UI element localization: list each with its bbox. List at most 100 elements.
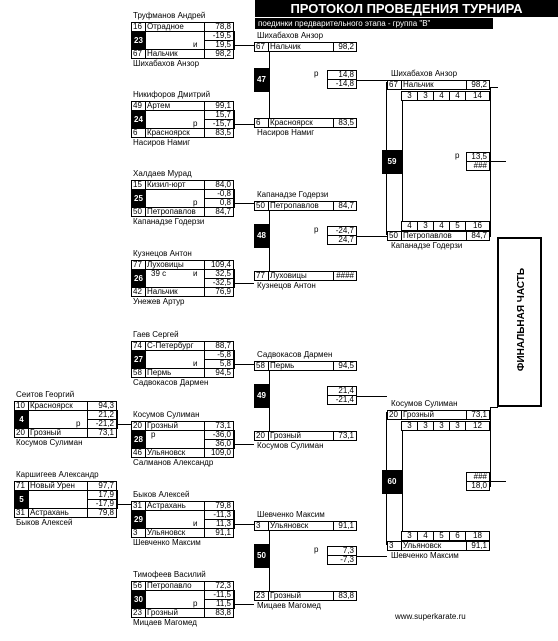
score-diff: 18,0 bbox=[466, 481, 490, 491]
competitor-no: 58 bbox=[254, 361, 269, 371]
competitor-no: 3 bbox=[131, 528, 146, 538]
bracket-line bbox=[357, 236, 387, 237]
middle-flag: р bbox=[193, 119, 198, 128]
competitor-city: Ульяновск bbox=[268, 521, 334, 531]
bout-number: 50 bbox=[254, 544, 269, 568]
competitor-city: Ульяновск bbox=[145, 528, 205, 538]
bracket-line bbox=[234, 444, 254, 445]
competitor-city: Грозный bbox=[268, 431, 334, 441]
competitor-name: Каршигеев Александр bbox=[16, 470, 99, 479]
middle-flag: и bbox=[193, 269, 198, 278]
middle-note: р bbox=[314, 545, 319, 554]
bracket-line bbox=[490, 407, 491, 487]
bout-number: 28 bbox=[131, 430, 146, 449]
score-diff: -7,3 bbox=[327, 555, 357, 565]
bracket-line bbox=[386, 412, 387, 545]
middle-flag: и bbox=[193, 40, 198, 49]
mark-cell: 18 bbox=[465, 531, 490, 541]
bracket-line bbox=[357, 396, 387, 397]
competitor-no: 20 bbox=[387, 410, 402, 420]
bracket-line bbox=[386, 82, 387, 235]
mark-cell: 3 bbox=[401, 91, 418, 101]
competitor-no: 42 bbox=[131, 287, 146, 297]
page-title: ПРОТОКОЛ ПРОВЕДЕНИЯ ТУРНИРА bbox=[255, 0, 558, 17]
middle-note: р bbox=[314, 225, 319, 234]
competitor-name: Капанадзе Годерзи bbox=[257, 190, 329, 199]
competitor-city: Астрахань bbox=[28, 508, 88, 518]
competitor-name: Кузнецов Антон bbox=[133, 249, 192, 258]
mark-cell: 4 bbox=[433, 91, 450, 101]
bracket-line bbox=[484, 161, 490, 162]
middle-note: р bbox=[151, 430, 156, 439]
mark-cell: 3 bbox=[401, 421, 418, 431]
competitor-score: 98,2 bbox=[466, 80, 490, 90]
competitor-name: Гаев Сергей bbox=[133, 330, 179, 339]
bracket-line bbox=[490, 481, 506, 482]
competitor-name: Сеитов Георгий bbox=[16, 390, 75, 399]
competitor-name: Кузнецов Антон bbox=[257, 281, 316, 290]
competitor-no: 31 bbox=[14, 508, 29, 518]
competitor-name: Салманов Александр bbox=[133, 458, 214, 467]
competitor-city: Астрахань bbox=[145, 501, 205, 511]
competitor-no: 50 bbox=[131, 207, 146, 217]
competitor-no: 77 bbox=[254, 271, 269, 281]
competitor-score: 98,2 bbox=[333, 42, 357, 52]
competitor-name: Никифоров Дмитрий bbox=[133, 90, 211, 99]
bracket-line bbox=[490, 87, 498, 88]
bracket-line bbox=[269, 531, 270, 591]
competitor-city: С-Петербург bbox=[145, 341, 205, 351]
mark-cell: 6 bbox=[449, 531, 466, 541]
competitor-no: 6 bbox=[254, 118, 269, 128]
middle-flag: р bbox=[193, 198, 198, 207]
mark-cell: 3 bbox=[433, 421, 450, 431]
bout-number: 4 bbox=[14, 410, 29, 429]
competitor-city: Луховицы bbox=[268, 271, 334, 281]
competitor-score: 98,2 bbox=[204, 49, 234, 59]
competitor-name: Тимофеев Василий bbox=[133, 570, 206, 579]
competitor-no: 23 bbox=[131, 608, 146, 618]
competitor-name: Шевченко Максим bbox=[133, 538, 201, 547]
competitor-city: Кизил-юрт bbox=[145, 180, 205, 190]
competitor-no: 50 bbox=[254, 201, 269, 211]
competitor-city: Грозный bbox=[268, 591, 334, 601]
bracket-line bbox=[234, 110, 235, 129]
competitor-no: 67 bbox=[254, 42, 269, 52]
competitor-score: 84,7 bbox=[466, 231, 490, 241]
competitor-city: Грозный bbox=[145, 608, 205, 618]
bout-number: 27 bbox=[131, 350, 146, 369]
competitor-city: Нальчик bbox=[145, 287, 205, 297]
bracket-line bbox=[269, 52, 270, 118]
bracket-line bbox=[357, 80, 387, 81]
competitor-score: 73,1 bbox=[333, 431, 357, 441]
middle-flag: р bbox=[76, 419, 81, 428]
competitor-score: 94,5 bbox=[333, 361, 357, 371]
bracket-line bbox=[234, 590, 235, 609]
competitor-no: 67 bbox=[131, 49, 146, 59]
competitor-no: 46 bbox=[131, 448, 146, 458]
competitor-score: 84,7 bbox=[204, 207, 234, 217]
mark-cell: 3 bbox=[417, 221, 434, 231]
bracket-line bbox=[117, 504, 131, 505]
competitor-name: Капанадзе Годерзи bbox=[391, 241, 463, 250]
bracket-line bbox=[402, 430, 403, 531]
competitor-score: 83,5 bbox=[333, 118, 357, 128]
competitor-score: 83,5 bbox=[204, 128, 234, 138]
competitor-city: Ульяновск bbox=[401, 541, 467, 551]
competitor-no: 23 bbox=[254, 591, 269, 601]
mark-cell: 5 bbox=[433, 531, 450, 541]
competitor-city: Петропавло bbox=[145, 581, 205, 591]
bout-number: 25 bbox=[131, 189, 146, 208]
bout-number: 60 bbox=[382, 470, 402, 494]
competitor-no: 3 bbox=[387, 541, 402, 551]
bracket-line bbox=[234, 269, 235, 288]
bracket-line bbox=[234, 430, 235, 449]
competitor-name: Шевченко Максим bbox=[257, 510, 325, 519]
competitor-city: Грозный bbox=[28, 428, 88, 438]
competitor-name: Унежев Артур bbox=[133, 297, 185, 306]
mark-cell: 4 bbox=[417, 531, 434, 541]
competitor-city: Петропавлов bbox=[268, 201, 334, 211]
competitor-score: 76,9 bbox=[204, 287, 234, 297]
competitor-no: 20 bbox=[254, 431, 269, 441]
mark-cell: 3 bbox=[449, 421, 466, 431]
